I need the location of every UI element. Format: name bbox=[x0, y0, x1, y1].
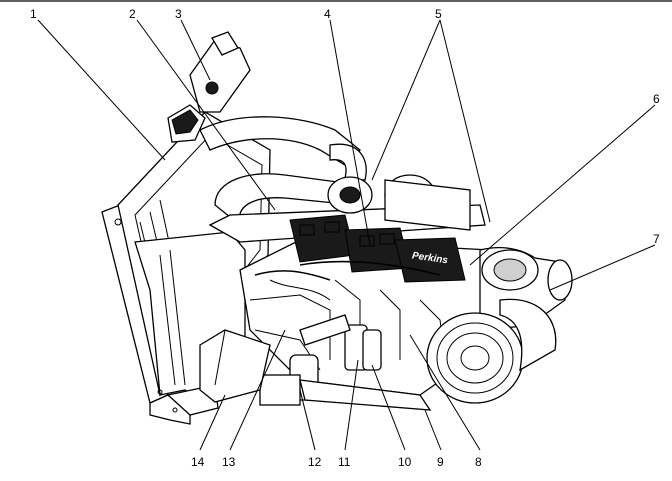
lower-components bbox=[199, 314, 432, 411]
leader-13 bbox=[229, 329, 286, 451]
leader-12 bbox=[299, 389, 316, 451]
leader-2 bbox=[136, 19, 276, 211]
callout-9: 9 bbox=[437, 455, 444, 469]
callout-13: 13 bbox=[222, 455, 236, 469]
callout-11: 11 bbox=[338, 455, 351, 469]
callout-2: 2 bbox=[129, 7, 136, 21]
callout-3: 3 bbox=[175, 7, 182, 21]
callout-8: 8 bbox=[475, 455, 482, 469]
leader-5a bbox=[371, 19, 441, 181]
leader-10 bbox=[371, 364, 406, 451]
leader-9 bbox=[424, 409, 442, 451]
leader-6 bbox=[469, 104, 656, 266]
callout-labels: 1 2 3 4 5 6 7 8 9 10 11 12 13 14 bbox=[30, 7, 660, 469]
callout-1: 1 bbox=[30, 7, 37, 21]
leader-14 bbox=[199, 394, 226, 451]
leader-7 bbox=[549, 244, 656, 291]
callout-4: 4 bbox=[324, 7, 331, 21]
callout-7: 7 bbox=[653, 232, 660, 246]
callout-5: 5 bbox=[435, 7, 442, 21]
callout-12: 12 bbox=[308, 455, 322, 469]
callout-6: 6 bbox=[653, 92, 660, 106]
leader-lines bbox=[37, 19, 656, 451]
leader-11 bbox=[344, 359, 359, 451]
leader-4 bbox=[329, 19, 371, 246]
callout-10: 10 bbox=[398, 455, 412, 469]
leader-1 bbox=[37, 19, 166, 161]
turbochargers bbox=[327, 174, 471, 231]
leader-5b bbox=[439, 19, 491, 223]
leader-8 bbox=[409, 334, 481, 451]
radiator-cap bbox=[205, 81, 219, 95]
brand-label: Perkins bbox=[411, 250, 449, 266]
air-cleaner bbox=[426, 247, 573, 404]
callout-14: 14 bbox=[191, 455, 205, 469]
leader-3 bbox=[180, 19, 211, 81]
